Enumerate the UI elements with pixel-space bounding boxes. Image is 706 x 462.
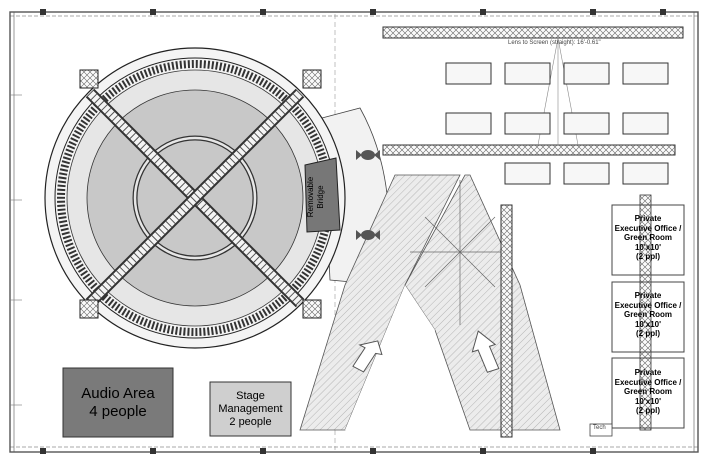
office-line1: Private (634, 214, 662, 223)
stage-management-area (209, 381, 292, 437)
office-label-2: Private Executive Office / Green Room 10… (612, 291, 684, 339)
truss-towers (79, 69, 322, 319)
screens (445, 62, 669, 185)
office-line1: Private (634, 291, 662, 300)
wall-marks (10, 94, 22, 406)
office-truss (639, 194, 652, 431)
removable-bridge (304, 157, 341, 233)
office-size: 10'x10' (634, 319, 662, 329)
office-label-1: Private Executive Office / Green Room 10… (612, 214, 684, 262)
stage-management-line2: Management (218, 402, 283, 415)
starburst-icon (410, 180, 510, 325)
tech-box (589, 423, 613, 437)
office-line3: Green Room (623, 233, 672, 242)
cross-trusses (85, 88, 305, 308)
bridge-line1: Removable (306, 176, 315, 218)
outer-walls (9, 11, 699, 453)
stage-management-label: Stage Management 2 people (210, 382, 291, 436)
office-capacity: (2 ppl) (636, 329, 660, 338)
office-line2: Executive Office / (614, 223, 682, 233)
down-arrow-icon (352, 340, 383, 373)
office-line3: Green Room (623, 387, 672, 396)
top-truss (382, 26, 684, 39)
up-arrow-icon (471, 330, 500, 373)
office-rooms (611, 204, 685, 429)
middle-truss (382, 144, 676, 156)
office-line1: Private (634, 368, 662, 377)
office-line2: Executive Office / (614, 377, 682, 387)
office-label-3: Private Executive Office / Green Room 10… (612, 368, 684, 416)
bridge-line2: Bridge (316, 185, 325, 209)
stage-management-line1: Stage (236, 389, 265, 402)
audio-area-title: Audio Area (81, 384, 155, 402)
audio-area (62, 367, 174, 438)
audio-area-capacity: 4 people (89, 402, 147, 420)
office-line3: Green Room (623, 310, 672, 319)
column-marks (40, 9, 666, 454)
vertical-truss (500, 204, 513, 438)
audio-area-label: Audio Area 4 people (63, 368, 173, 437)
office-size: 10'x10' (634, 242, 662, 252)
office-capacity: (2 ppl) (636, 252, 660, 261)
lighting-fixture-icon (356, 150, 380, 240)
office-size: 10'x10' (634, 396, 662, 406)
lens-to-screen-note: Lens to Screen (straight): 16'-0.61" (508, 40, 601, 46)
tech-label: Tech (593, 425, 606, 431)
audience-ramps (299, 174, 561, 431)
removable-bridge-label: Removable Bridge (306, 167, 326, 227)
stage-management-capacity: 2 people (229, 415, 272, 428)
office-capacity: (2 ppl) (636, 406, 660, 415)
office-line2: Executive Office / (614, 300, 682, 310)
